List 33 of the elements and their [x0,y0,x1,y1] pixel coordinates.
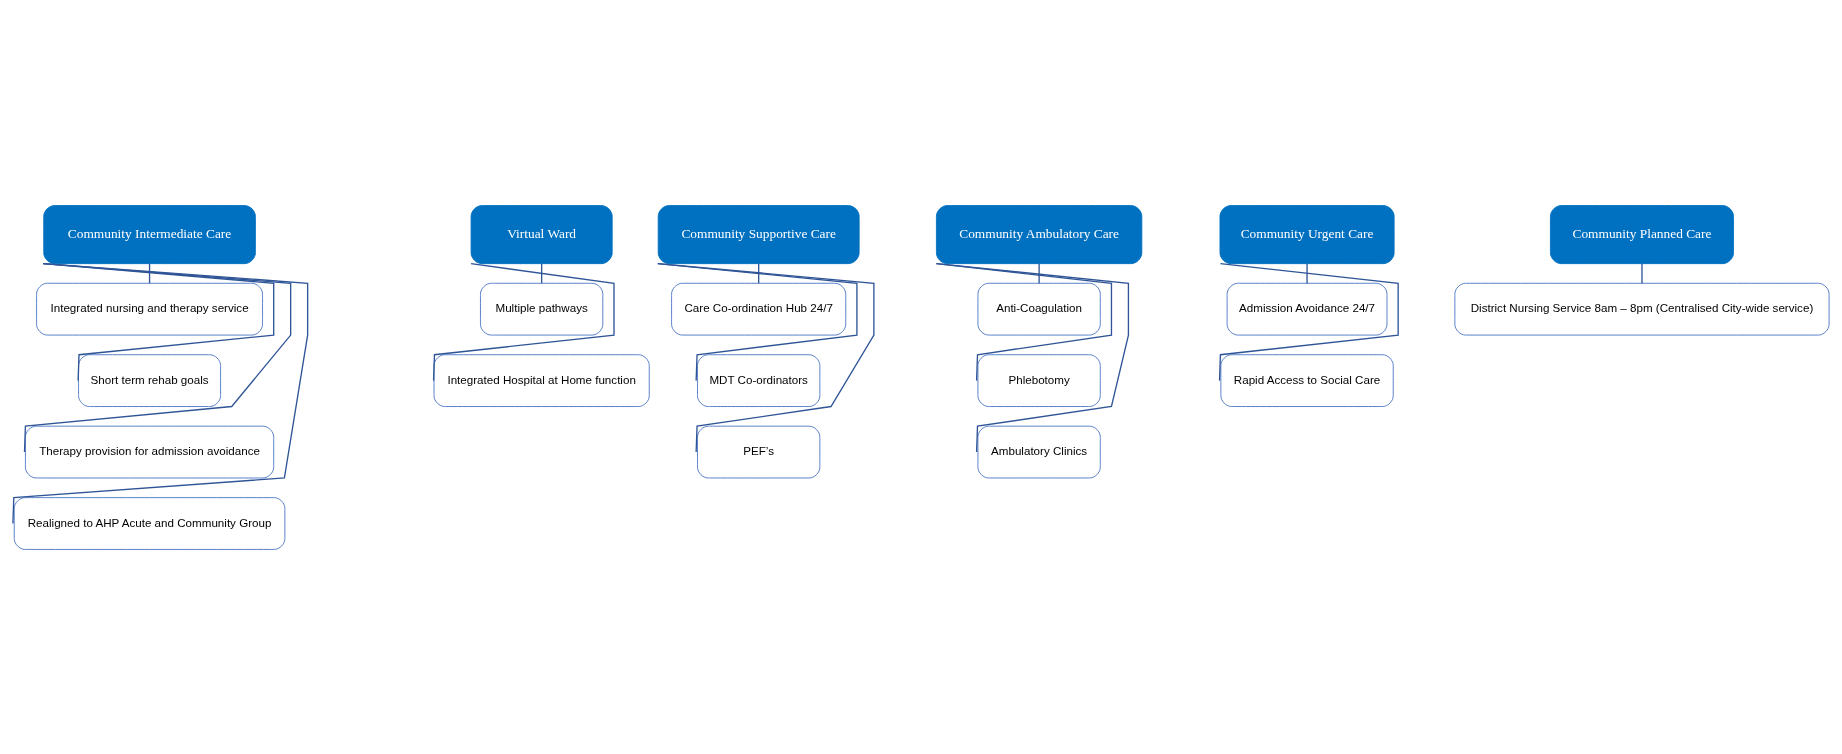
connector [1641,262,1643,284]
node-box: Rapid Access to Social Care [1220,353,1394,407]
node-box: Anti-Coagulation [977,282,1101,336]
connector [935,262,1130,453]
node-box: Community Intermediate Care [43,204,256,264]
node-box: Community Urgent Care [1219,204,1395,264]
node-box: Phlebotomy [977,353,1101,407]
connector [758,262,760,284]
node-box: Multiple pathways [480,282,604,336]
connector [1038,262,1040,284]
node-box: Integrated nursing and therapy service [36,282,263,336]
connector [1306,262,1308,284]
node-box: PEF’s [697,425,821,478]
connector [23,262,292,453]
connector [12,262,309,524]
node-box: Ambulatory Clinics [977,425,1101,478]
node-box: Virtual Ward [470,204,613,264]
node-box: Community Supportive Care [657,204,860,264]
node-box: Realigned to AHP Acute and Community Group [13,496,286,550]
node-box: District Nursing Service 8am – 8pm (Centralised City-wide service) [1454,282,1830,336]
connector [1218,262,1399,381]
node-box: Community Planned Care [1550,204,1734,264]
node-box: Short term rehab goals [78,353,221,407]
node-box: Integrated Hospital at Home function [433,353,650,407]
connector [540,262,543,284]
connector [148,262,151,284]
node-box: Community Ambulatory Care [935,204,1143,264]
connector [432,262,615,381]
node-box: Care Co-ordination Hub 24/7 [671,282,847,336]
connector [657,262,875,453]
node-box: Therapy provision for admission avoidance [24,425,275,478]
node-box: Admission Avoidance 24/7 [1226,282,1388,336]
node-box: MDT Co-ordinators [697,353,821,407]
